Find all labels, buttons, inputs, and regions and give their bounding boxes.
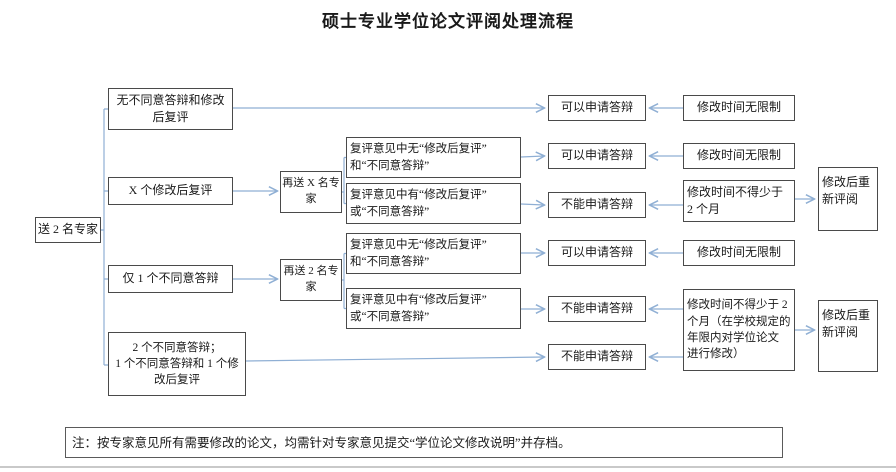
node-review-without-b: 复评意见中无“修改后复评” 和“不同意答辩” bbox=[346, 233, 521, 274]
node-branch-one-objection: 仅 1 个不同意答辩 bbox=[108, 265, 233, 293]
node-review-without-a: 复评意见中无“修改后复评” 和“不同意答辩” bbox=[346, 137, 521, 178]
node-cannot-defend-2: 不能申请答辩 bbox=[548, 296, 646, 322]
node-time-unlimited-1: 修改时间无限制 bbox=[683, 95, 795, 121]
resend-2-bracket bbox=[342, 252, 346, 310]
node-cannot-defend-3: 不能申请答辩 bbox=[548, 344, 646, 370]
page-title: 硕士专业学位论文评阅处理流程 bbox=[322, 12, 574, 31]
node-time-unlimited-2: 修改时间无限制 bbox=[683, 143, 795, 169]
start-branch-bracket bbox=[101, 108, 108, 366]
node-time-min-two-months: 修改时间不得少于 2 个月 bbox=[683, 180, 795, 222]
node-can-defend-2: 可以申请答辩 bbox=[548, 143, 646, 169]
note-box: 注：按专家意见所有需要修改的论文，均需针对专家意见提交“学位论文修改说明”并存档… bbox=[65, 427, 783, 458]
node-time-min-two-months-long: 修改时间不得少于 2 个月（在学校规定的 年限内对学位论文 进行修改） bbox=[683, 289, 795, 371]
node-can-defend-1: 可以申请答辩 bbox=[548, 95, 646, 121]
node-time-unlimited-3: 修改时间无限制 bbox=[683, 240, 795, 266]
node-cannot-defend-1: 不能申请答辩 bbox=[548, 192, 646, 218]
resend-x-bracket bbox=[342, 156, 346, 205]
node-start: 送 2 名专家 bbox=[35, 217, 101, 243]
node-resend-x-experts: 再送 X 名专 家 bbox=[280, 171, 342, 213]
node-can-defend-3: 可以申请答辩 bbox=[548, 240, 646, 266]
node-rereview-1: 修改后重 新评阅 bbox=[818, 167, 878, 231]
node-branch-x-revise: X 个修改后复评 bbox=[108, 177, 233, 205]
node-review-with-a: 复评意见中有“修改后复评” 或“不同意答辩” bbox=[346, 183, 521, 224]
node-review-with-b: 复评意见中有“修改后复评” 或“不同意答辩” bbox=[346, 288, 521, 329]
bottom-divider bbox=[0, 466, 896, 468]
node-resend-2-experts: 再送 2 名专 家 bbox=[280, 259, 342, 301]
node-rereview-2: 修改后重 新评阅 bbox=[818, 300, 878, 372]
node-branch-no-objection: 无不同意答辩和修改 后复评 bbox=[108, 88, 233, 130]
node-branch-two-objection: 2 个不同意答辩； 1 个不同意答辩和 1 个修 改后复评 bbox=[108, 332, 246, 396]
